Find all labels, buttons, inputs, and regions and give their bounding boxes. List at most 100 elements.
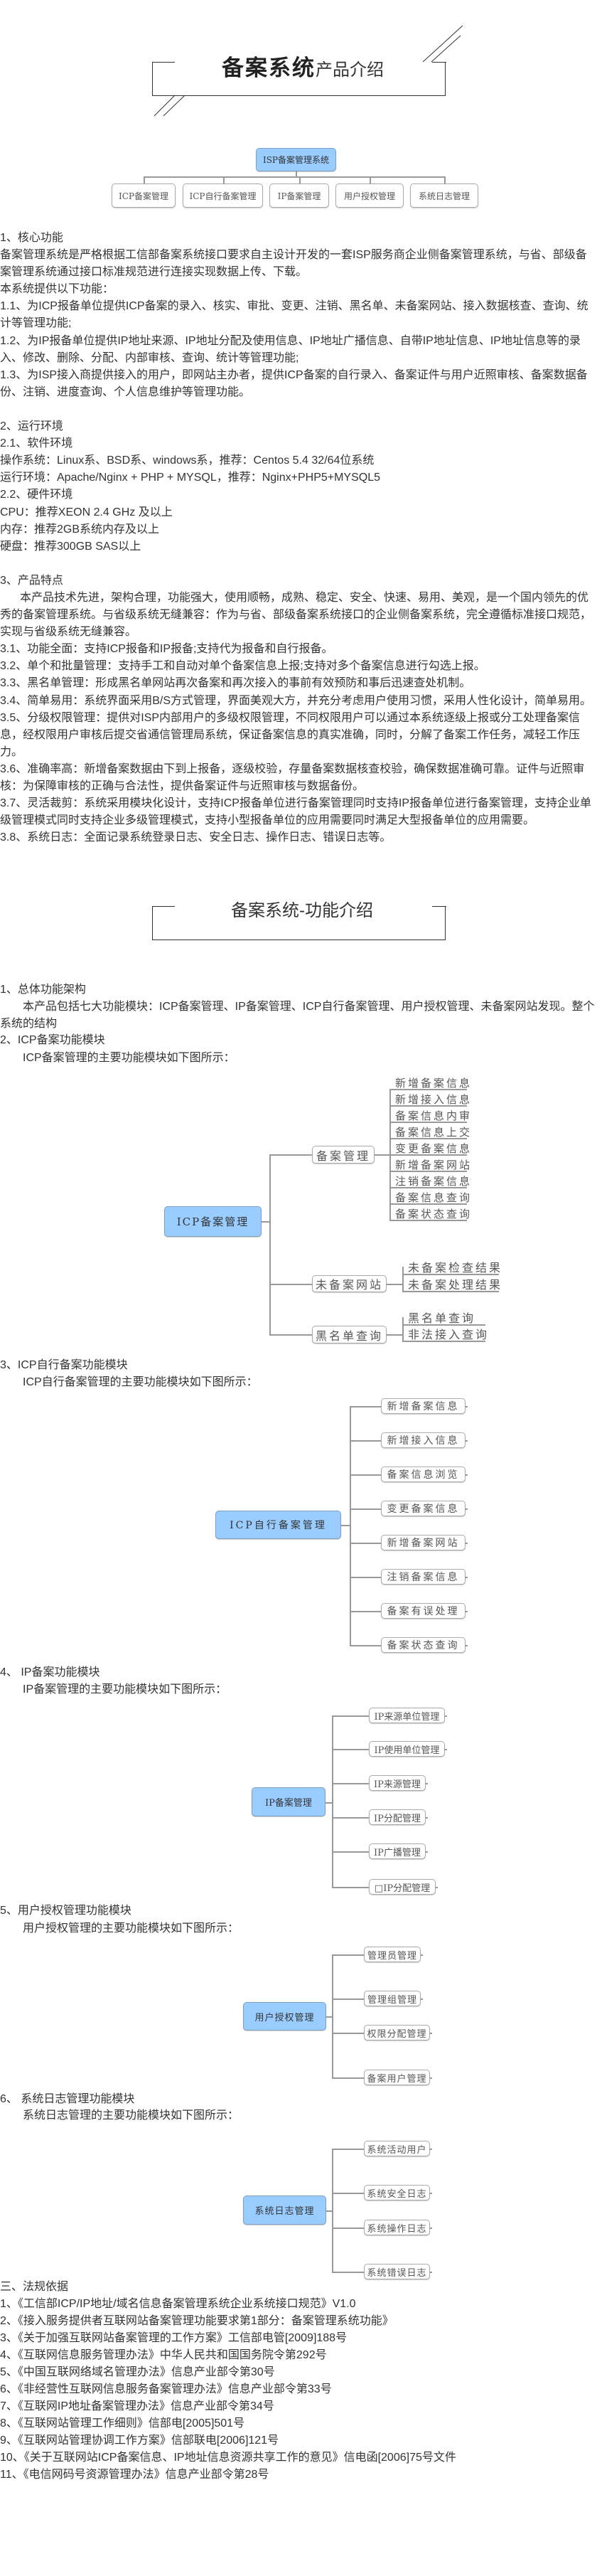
regulation-item: 10、《关于互联网站ICP备案信息、IP地址信息资源共享工作的意见》信电函[20… xyxy=(0,2452,456,2464)
list-item: 硬盘：推荐300GB SAS以上 xyxy=(0,540,141,553)
connector-line xyxy=(402,1317,404,1341)
section-heading: 3、ICP自行备案功能模块 xyxy=(0,1359,128,1371)
list-item: 3.6、准确率高：新增备案数据由下到上报备，逐级校验，存量备案数据核查校验，确保… xyxy=(0,762,585,792)
module-node: 系统日志管理 xyxy=(410,183,478,208)
connector-line xyxy=(426,1783,428,1784)
connector-line xyxy=(332,2193,364,2194)
leaf-item: 未备案处理结果 xyxy=(408,1278,503,1292)
connector-line xyxy=(332,1887,369,1888)
module-node: ICP备案管理 xyxy=(112,183,176,208)
leaf-node: 备案有误处理 xyxy=(381,1603,466,1619)
list-item: 操作系统：Linux系、BSD系、windows系，推荐：Centos 5.4 … xyxy=(0,454,375,467)
connector-line xyxy=(350,1611,381,1612)
connector-line xyxy=(262,1221,269,1223)
connector-line xyxy=(350,1577,381,1578)
connector-line xyxy=(430,2149,432,2150)
leaf-node: 变更备案信息 xyxy=(381,1501,466,1516)
regulation-item: 7、《互联网IP地址备案管理办法》信息产业部令第34号 xyxy=(0,2400,274,2412)
connector-line xyxy=(332,2149,333,2272)
connector-line xyxy=(145,176,446,178)
connector-line xyxy=(445,1715,447,1717)
connector-line xyxy=(269,1334,312,1336)
header-frame-top-left xyxy=(152,62,175,63)
connector-line xyxy=(350,1406,351,1646)
connector-line xyxy=(389,1220,467,1221)
leaf-item: 新增备案网站 xyxy=(395,1159,473,1171)
connector-line xyxy=(389,1105,467,1107)
connector-line xyxy=(350,1543,381,1544)
connector-line xyxy=(389,1203,467,1205)
leaf-item: 非法接入查询 xyxy=(408,1328,490,1341)
paragraph: 本产品技术先进，架构合理，功能强大，使用顺畅，成熟、稳定、安全、快速、易用、美观… xyxy=(0,591,592,639)
root-node: 用户授权管理 xyxy=(243,2002,326,2031)
regulation-item: 8、《互联网站管理工作细则》信部电[2005]501号 xyxy=(0,2417,245,2429)
section-heading: 5、用户授权管理功能模块 xyxy=(0,1905,131,1917)
section-heading: 1、总体功能架构 xyxy=(0,984,86,996)
branch-node: 黑名单查询 xyxy=(312,1326,387,1343)
leaf-node: 系统操作日志 xyxy=(364,2220,430,2235)
section-heading: 三、法规依据 xyxy=(0,2281,69,2293)
list-item: 1.2、为IP报备单位提供IP地址来源、IP地址分配及使用信息、IP地址广播信息… xyxy=(0,334,581,364)
leaf-node: 备案状态查询 xyxy=(381,1637,466,1653)
connector-line xyxy=(332,1954,364,1956)
connector-line xyxy=(389,1171,467,1172)
connector-line xyxy=(466,1645,468,1646)
list-item: 运行环境：Apache/Nginx + PHP + MYSQL，推荐：Nginx… xyxy=(0,472,381,484)
list-item: 1.3、为ISP接入商提供接入的用户，即网站主办者，提供ICP备案的自行录入、备… xyxy=(0,368,588,398)
leaf-node: 注销备案信息 xyxy=(381,1569,466,1585)
leaf-node: 备案信息浏览 xyxy=(381,1467,466,1482)
list-item: 内存：推荐2GB系统内存及以上 xyxy=(0,523,160,536)
leaf-node: 新增备案信息 xyxy=(381,1398,466,1414)
connector-line xyxy=(466,1611,468,1612)
section-heading: 2、ICP备案功能模块 xyxy=(0,1034,105,1046)
connector-line xyxy=(389,1154,467,1156)
diagram-caption: 用户授权管理的主要功能模块如下图所示： xyxy=(23,1922,240,1934)
connector-line xyxy=(426,1817,428,1819)
connector-line xyxy=(332,1783,369,1784)
connector-line xyxy=(332,1715,333,1888)
connector-line xyxy=(269,1154,312,1156)
leaf-item: 备案信息内审 xyxy=(395,1109,473,1122)
list-item: 3.8、系统日志：全面记录系统登录日志、安全日志、操作日志、错误日志等。 xyxy=(0,831,392,844)
regulation-item: 4、《互联网信息服务管理办法》中华人民共和国国务院令第292号 xyxy=(0,2349,327,2361)
regulation-item: 3、《关于加强互联网站备案管理的工作方案》工信部电管[2009]188号 xyxy=(0,2332,348,2344)
connector-line xyxy=(296,171,297,176)
connector-line xyxy=(223,176,225,183)
connector-line xyxy=(421,1954,423,1956)
section-title: 备案系统-功能介绍 xyxy=(231,901,373,920)
header-frame-top-left xyxy=(152,906,175,907)
header-frame-bottom xyxy=(152,95,446,96)
diagram-caption: IP备案管理的主要功能模块如下图所示： xyxy=(23,1683,227,1696)
connector-line xyxy=(466,1577,468,1578)
leaf-node: 权限分配管理 xyxy=(364,2025,430,2040)
root-node: ISP备案管理系统 xyxy=(256,148,336,171)
connector-line xyxy=(444,176,446,183)
diagram-caption: 系统日志管理的主要功能模块如下图所示： xyxy=(23,2109,240,2122)
leaf-node: 新增备案网站 xyxy=(381,1535,466,1550)
list-item: 1.1、为ICP报备单位提供ICP备案的录入、核实、审批、变更、注销、黑名单、未… xyxy=(0,300,588,330)
module-node: ICP自行备案管理 xyxy=(183,183,263,208)
connector-line xyxy=(370,176,371,183)
section-heading: 6、 系统日志管理功能模块 xyxy=(0,2093,135,2105)
connector-line xyxy=(332,2033,364,2034)
connector-line xyxy=(326,2016,332,2018)
connector-line xyxy=(350,1406,381,1407)
section-heading: 2、运行环境 xyxy=(0,420,63,433)
connector-line xyxy=(332,1817,369,1819)
header-frame-right xyxy=(445,62,446,95)
connector-line xyxy=(466,1474,468,1476)
connector-line xyxy=(269,1154,271,1335)
connector-line xyxy=(375,1154,389,1156)
header-frame-left xyxy=(152,62,153,95)
connector-line xyxy=(299,176,301,183)
header-frame-right xyxy=(445,906,446,940)
connector-line xyxy=(466,1543,468,1544)
leaf-node: 备案用户管理 xyxy=(364,2070,430,2085)
title-bold: 备案系统 xyxy=(222,55,316,81)
connector-line xyxy=(350,1474,381,1476)
list-item: 3.1、功能全面：支持ICP报备和IP报备;支持代为报备和自行报备。 xyxy=(0,643,333,656)
leaf-item: 备案信息上交 xyxy=(395,1126,473,1139)
connector-line xyxy=(466,1508,468,1510)
connector-line xyxy=(326,1802,332,1804)
title-normal: 产品介绍 xyxy=(316,60,384,80)
